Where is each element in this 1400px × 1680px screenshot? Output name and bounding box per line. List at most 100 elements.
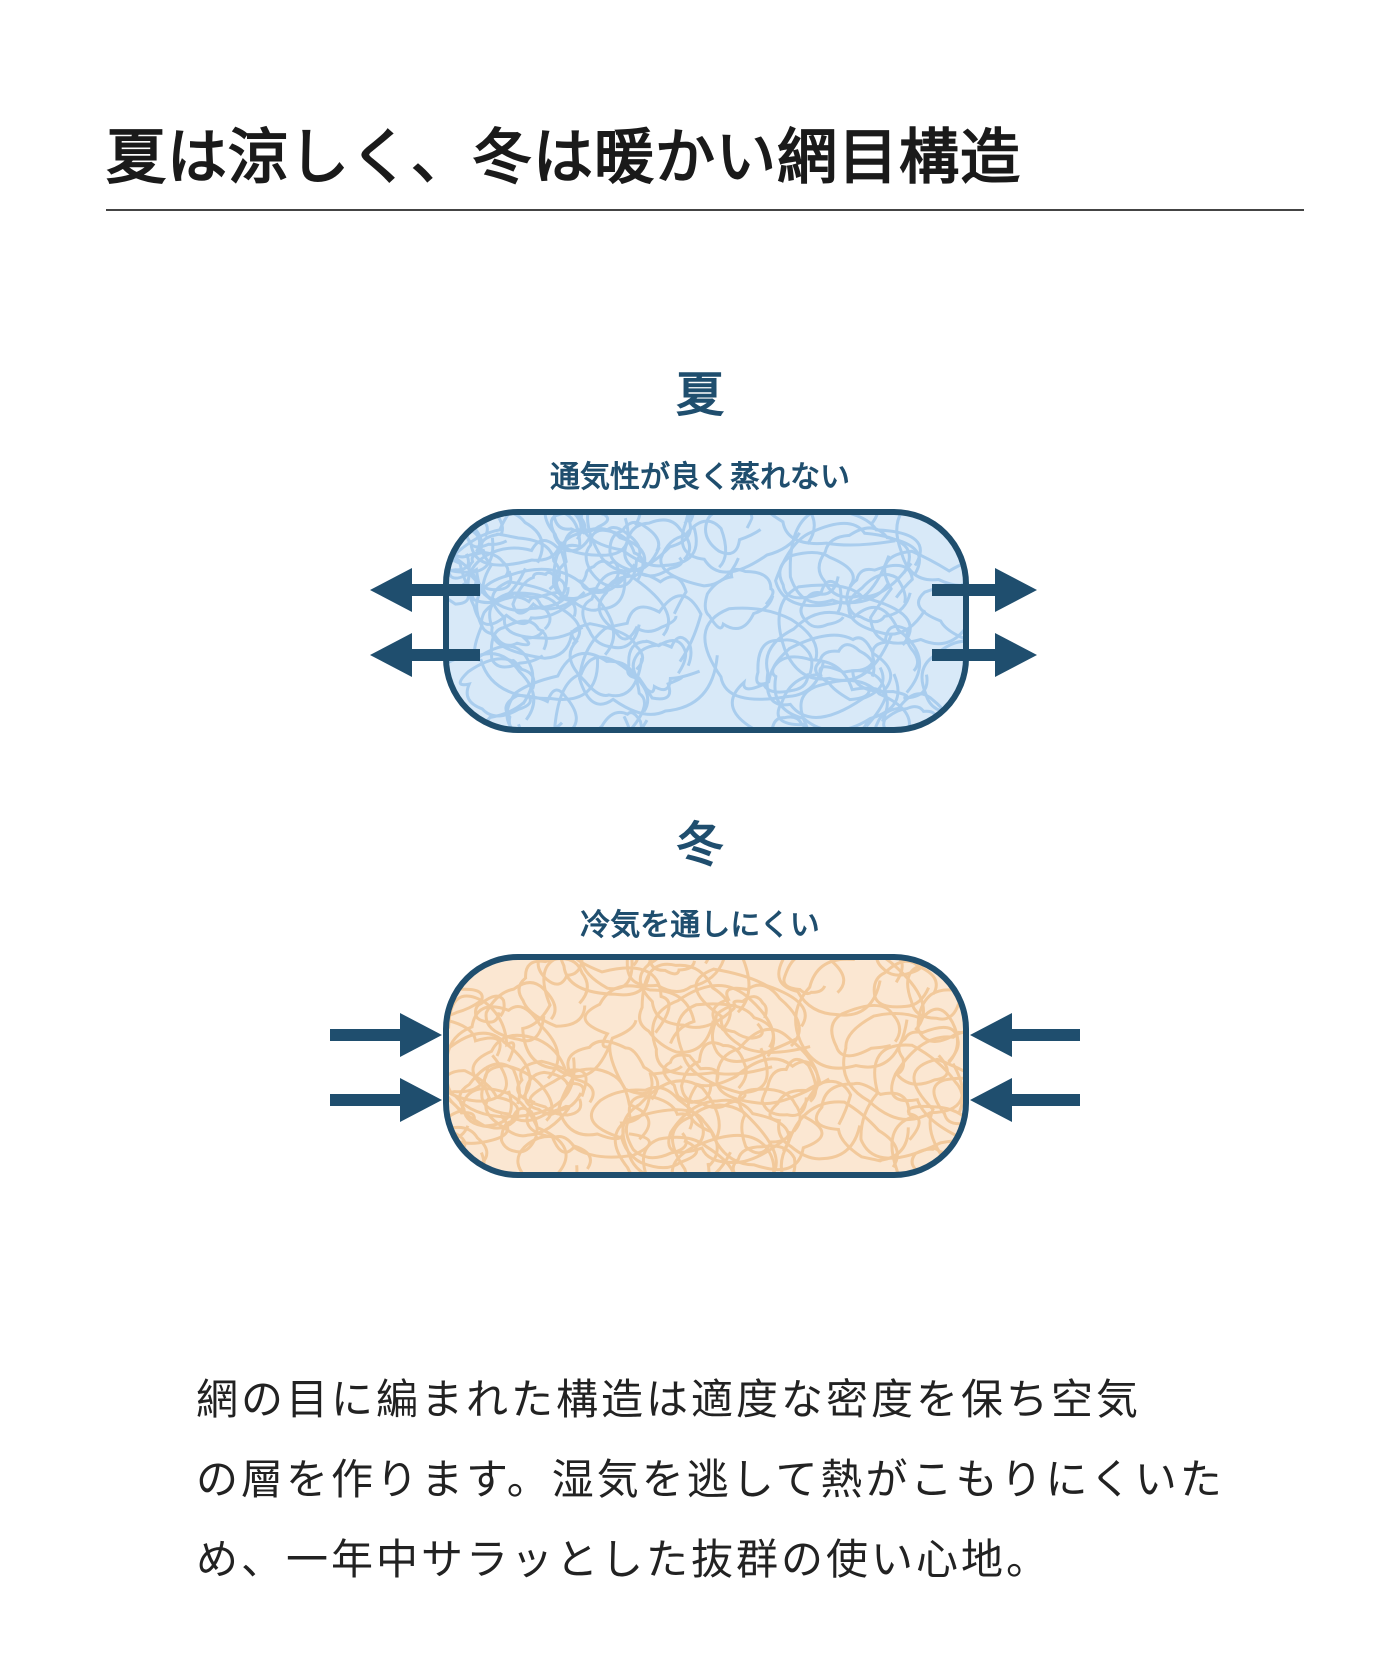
fiber-strand bbox=[483, 1064, 571, 1138]
winter-mesh-block bbox=[443, 954, 969, 1178]
winter-left-arrows bbox=[330, 1013, 442, 1122]
fiber-strand bbox=[446, 1125, 489, 1175]
fiber-strand bbox=[456, 512, 583, 567]
fiber-strand bbox=[623, 518, 692, 578]
fiber-strand bbox=[847, 573, 927, 636]
fiber-strand bbox=[535, 957, 593, 986]
fiber-strand bbox=[446, 512, 544, 605]
fiber-strand bbox=[446, 652, 536, 730]
fiber-strand bbox=[446, 1069, 520, 1145]
winter-subtitle: 冷気を通しにくい bbox=[580, 908, 820, 943]
fiber-strand bbox=[680, 512, 816, 574]
fiber-strand bbox=[471, 1033, 588, 1123]
fiber-strand bbox=[479, 532, 562, 602]
fiber-strand bbox=[467, 550, 513, 592]
summer-title: 夏 bbox=[675, 367, 724, 423]
fiber-strand bbox=[473, 567, 616, 701]
fiber-strand bbox=[912, 1057, 966, 1166]
page-title: 夏は涼しく、冬は暖かい網目構造 bbox=[106, 123, 1021, 193]
fiber-strand bbox=[523, 1070, 585, 1116]
fiber-strand bbox=[558, 957, 653, 997]
fiber-strand bbox=[586, 512, 695, 573]
fiber-strand bbox=[549, 512, 592, 553]
fiber-strand bbox=[525, 1067, 651, 1159]
fiber-strand bbox=[480, 595, 552, 647]
fiber-strand bbox=[488, 591, 582, 660]
fiber-strand bbox=[608, 520, 661, 573]
fiber-strand bbox=[577, 594, 719, 716]
fiber-strand bbox=[568, 622, 645, 698]
fiber-strand bbox=[760, 1057, 818, 1117]
fiber-strand bbox=[504, 688, 578, 730]
fiber-strand bbox=[446, 994, 516, 1103]
arrow-in-right-top-icon bbox=[970, 1013, 1080, 1057]
fiber-strand bbox=[626, 638, 688, 701]
fiber-strand bbox=[872, 959, 938, 1009]
fiber-strand bbox=[830, 1003, 902, 1058]
fiber-strand bbox=[703, 567, 775, 631]
fiber-strand bbox=[671, 1103, 778, 1175]
fiber-strand bbox=[659, 519, 740, 588]
fiber-strand bbox=[621, 1079, 732, 1175]
fiber-strand bbox=[917, 581, 966, 643]
winter-mesh-diagram bbox=[330, 954, 1080, 1178]
fiber-strand bbox=[446, 969, 484, 1017]
fiber-strand bbox=[890, 1030, 966, 1143]
fiber-strand bbox=[751, 512, 896, 547]
fiber-strand bbox=[794, 957, 925, 1070]
fiber-strand bbox=[694, 967, 811, 1054]
description-line: 網の目に編まれた構造は適度な密度を保ち空気 bbox=[196, 1375, 1142, 1424]
fiber-strand bbox=[731, 1144, 812, 1175]
fiber-strand bbox=[814, 643, 876, 702]
fiber-strand bbox=[446, 556, 478, 606]
fiber-strand bbox=[635, 957, 699, 976]
summer-left-arrows bbox=[370, 568, 480, 677]
arrow-in-left-top-icon bbox=[330, 1013, 442, 1057]
fiber-strand bbox=[543, 512, 643, 557]
fiber-strand bbox=[920, 639, 966, 715]
summer-mesh-diagram bbox=[370, 509, 1037, 733]
fiber-strand bbox=[703, 512, 762, 556]
fiber-strand bbox=[799, 678, 915, 730]
fiber-strand bbox=[774, 521, 911, 608]
summer-mesh-block bbox=[443, 509, 969, 733]
fiber-strand bbox=[703, 606, 825, 701]
fiber-strand bbox=[765, 605, 921, 719]
winter-mesh-outline bbox=[443, 954, 969, 1178]
summer-right-arrows bbox=[932, 568, 1037, 677]
fiber-strand bbox=[581, 570, 671, 650]
fiber-strand bbox=[589, 1085, 705, 1170]
fiber-strand bbox=[458, 657, 536, 718]
fiber-strand bbox=[511, 571, 574, 615]
fiber-strand bbox=[755, 638, 814, 694]
fiber-strand bbox=[814, 1081, 921, 1163]
fiber-strand bbox=[489, 619, 548, 669]
fiber-strand bbox=[768, 1080, 862, 1161]
fiber-strand bbox=[651, 984, 776, 1076]
summer-subtitle: 通気性が良く蒸れない bbox=[550, 460, 850, 495]
winter-fiber-strands bbox=[446, 957, 966, 1175]
arrow-out-right-top-icon bbox=[932, 568, 1037, 612]
description-text: 網の目に編まれた構造は適度な密度を保ち空気 の層を作ります。湿気を逃して熱がこも… bbox=[196, 1360, 1236, 1600]
fiber-strand bbox=[625, 957, 726, 994]
arrow-in-right-bottom-icon bbox=[970, 1078, 1080, 1122]
description-line: め、一年中サラッとした抜群の使い心地。 bbox=[196, 1535, 1052, 1584]
fiber-strand bbox=[474, 994, 506, 1024]
winter-title: 冬 bbox=[675, 817, 724, 873]
arrow-out-left-top-icon bbox=[370, 568, 480, 612]
summer-fiber-strands bbox=[446, 512, 966, 730]
fiber-strand bbox=[458, 1062, 521, 1130]
fiber-strand bbox=[895, 512, 966, 588]
fiber-strand bbox=[869, 549, 966, 646]
fiber-strand bbox=[584, 525, 642, 589]
fiber-strand bbox=[667, 1098, 791, 1165]
fiber-strand bbox=[521, 957, 671, 1079]
title-divider bbox=[106, 209, 1304, 211]
fiber-strand bbox=[638, 962, 732, 1054]
arrow-out-left-bottom-icon bbox=[370, 633, 480, 677]
fiber-strand bbox=[864, 957, 940, 977]
fiber-strand bbox=[714, 995, 768, 1040]
fiber-strand bbox=[613, 1108, 719, 1175]
summer-mesh-outline bbox=[443, 509, 969, 733]
fiber-strand bbox=[624, 1094, 694, 1160]
